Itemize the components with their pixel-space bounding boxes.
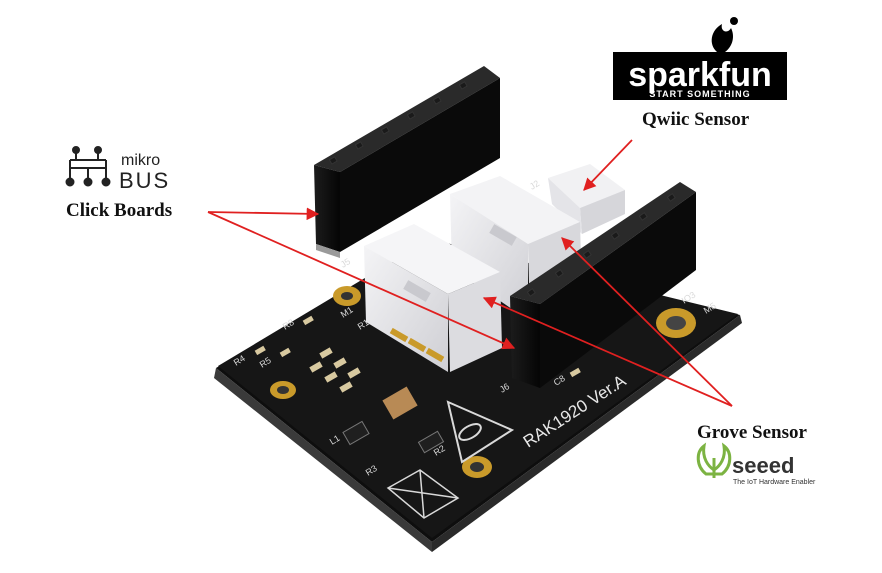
sparkfun-tagline: START SOMETHING <box>649 89 750 99</box>
svg-text:IO3: IO3 <box>680 290 698 306</box>
sparkfun-name: sparkfun <box>628 56 772 94</box>
svg-text:J6: J6 <box>498 381 511 395</box>
header-j5 <box>314 66 500 258</box>
seeed-name: seeed <box>732 453 794 478</box>
ic-chips <box>342 386 445 454</box>
silkscreen-cross-box <box>386 469 460 519</box>
svg-text:L1: L1 <box>328 433 342 447</box>
sparkfun-logo: sparkfun START SOMETHING <box>610 8 788 102</box>
flame-icon <box>711 24 733 52</box>
smd-components <box>254 315 581 393</box>
arrow-grove-front <box>482 296 733 407</box>
annotation-arrows <box>207 139 733 407</box>
qwiic-sensor-label: Qwiic Sensor <box>642 109 750 130</box>
mounting-holes <box>270 286 696 478</box>
mikrobus-line1: mikro <box>121 152 160 169</box>
click-boards-label: Click Boards <box>66 200 173 221</box>
seeed-logo: seeed The IoT Hardware Enabler <box>696 442 816 486</box>
svg-text:J5: J5 <box>339 256 352 270</box>
arrow-click-to-j5 <box>207 207 320 221</box>
arrow-grove-back <box>561 237 733 407</box>
seeed-tagline: The IoT Hardware Enabler <box>733 479 816 486</box>
arrow-click-to-j6 <box>207 211 516 350</box>
arrow-qwiic <box>583 139 633 191</box>
silkscreen-triangle-logo <box>446 400 515 464</box>
mikrobus-logo: mikro BUS <box>65 146 170 193</box>
svg-text:J2: J2 <box>528 178 541 192</box>
grove-sensor-label: Grove Sensor <box>697 422 807 443</box>
mikrobus-line2: BUS <box>119 168 170 193</box>
